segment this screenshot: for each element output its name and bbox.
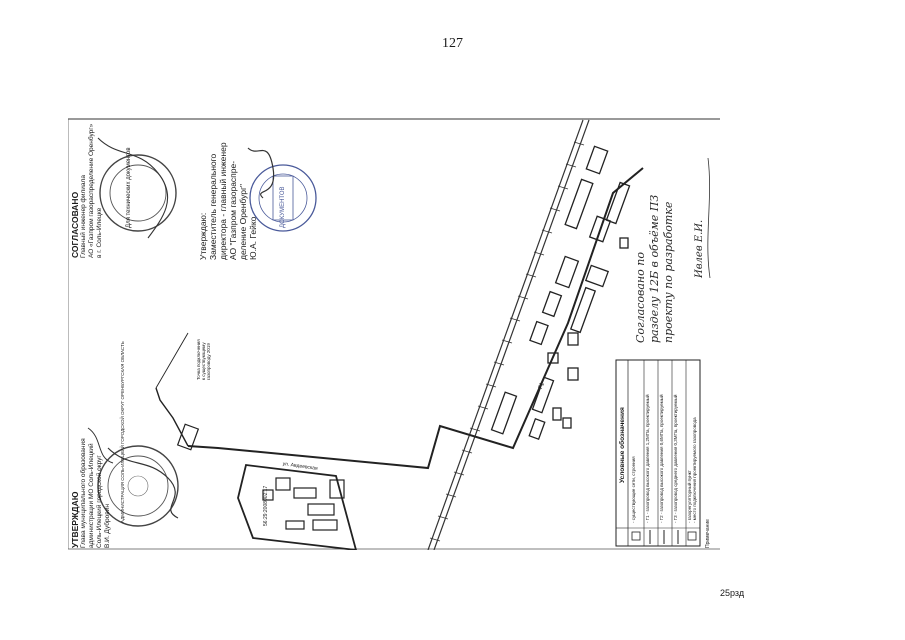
plan-drawing <box>68 118 720 550</box>
connection-note-3: газопроводу 2019 <box>206 343 211 380</box>
ap-approval-block: Утверждаю: Заместитель генерального дире… <box>198 142 258 260</box>
legend-item-4: - Г3 - газопровод среднего давления 0,3М… <box>673 394 678 523</box>
handwritten-agreement: Согласовано по разделу 12Б в объёме ПЗ п… <box>634 195 676 343</box>
handwriting-line-3: проекту по разработке <box>662 201 675 343</box>
ap-line-1: Заместитель генерального <box>208 153 218 260</box>
agreed-block: СОГЛАСОВАНО Главный инженер филиала АО «… <box>70 124 104 258</box>
handwriting-line-1: Согласовано по <box>634 252 647 343</box>
page-number: 127 <box>442 36 463 51</box>
approval-block: УТВЕРЖДАЮ Глава муниципального образован… <box>70 438 112 548</box>
legend-note: Примечание <box>705 519 711 548</box>
railway-track <box>427 119 590 550</box>
left-stamp-text: АДМИНИСТРАЦИЯ СОЛЬ-ИЛЕЦКИЙ ГОРОДСКОЙ ОКР… <box>120 341 125 523</box>
existing-buildings <box>490 145 631 441</box>
legend-title: Условные обозначения <box>619 407 626 483</box>
footer-code: 25рзд <box>720 588 745 598</box>
ap-heading: Утверждаю: <box>198 212 208 260</box>
legend-item-2: - Г1 - газопровод высокого давления 1,2М… <box>645 394 650 523</box>
gas-pipeline-route <box>187 167 644 470</box>
approval-line-1: Глава муниципального образования <box>80 438 87 548</box>
approval-line-4: В.И. Дубровин <box>104 504 111 548</box>
agreed-line-1: Главный инженер филиала <box>80 175 87 258</box>
agreed-heading: СОГЛАСОВАНО <box>70 191 80 258</box>
legend-box <box>615 359 701 547</box>
land-parcel <box>237 464 357 550</box>
legend-item-3: - Г2 - газопровод высокого давления 0,6М… <box>659 394 664 523</box>
approval-line-3: Соль-Илецкий городской округ <box>96 455 103 548</box>
approval-line-2: администрации МО Соль-Илецкий <box>88 443 95 548</box>
cadastral-number: 56:29:2008002:17 <box>263 485 269 526</box>
ap-line-2: директора - главный инженер <box>218 142 228 260</box>
ap-line-5: Ю.А. Гейко <box>248 216 258 260</box>
agreed-line-2: АО «Газпром газораспределение Оренбург» <box>88 123 95 258</box>
approval-heading: УТВЕРЖДАЮ <box>70 491 80 549</box>
connection-note: Точка подключения к существующему газопр… <box>196 339 211 380</box>
handwritten-signature: Ивлев Е.И. <box>694 219 705 278</box>
ap-line-3: АО "Газпром газораспре- <box>228 160 238 260</box>
agreed-line-3: в г. Соль-Илецке <box>96 207 103 258</box>
grp-station <box>176 423 200 451</box>
ap-stamp <box>247 147 317 232</box>
agreed-stamp <box>97 137 177 239</box>
legend-item-1: - существующие сети, строения <box>631 456 636 523</box>
ap-stamp-text: ДОКУМЕНТОВ <box>280 186 286 228</box>
scanned-situation-plan: УТВЕРЖДАЮ Глава муниципального образован… <box>68 118 720 550</box>
agreed-stamp-text: Для технических документов <box>126 147 132 228</box>
approval-stamp <box>87 427 179 527</box>
legend-item-6: - место подключения проектируемого газоп… <box>692 417 697 523</box>
handwriting-line-2: разделу 12Б в объёме ПЗ <box>648 194 661 343</box>
ap-line-4: деление Оренбург" <box>238 183 248 260</box>
